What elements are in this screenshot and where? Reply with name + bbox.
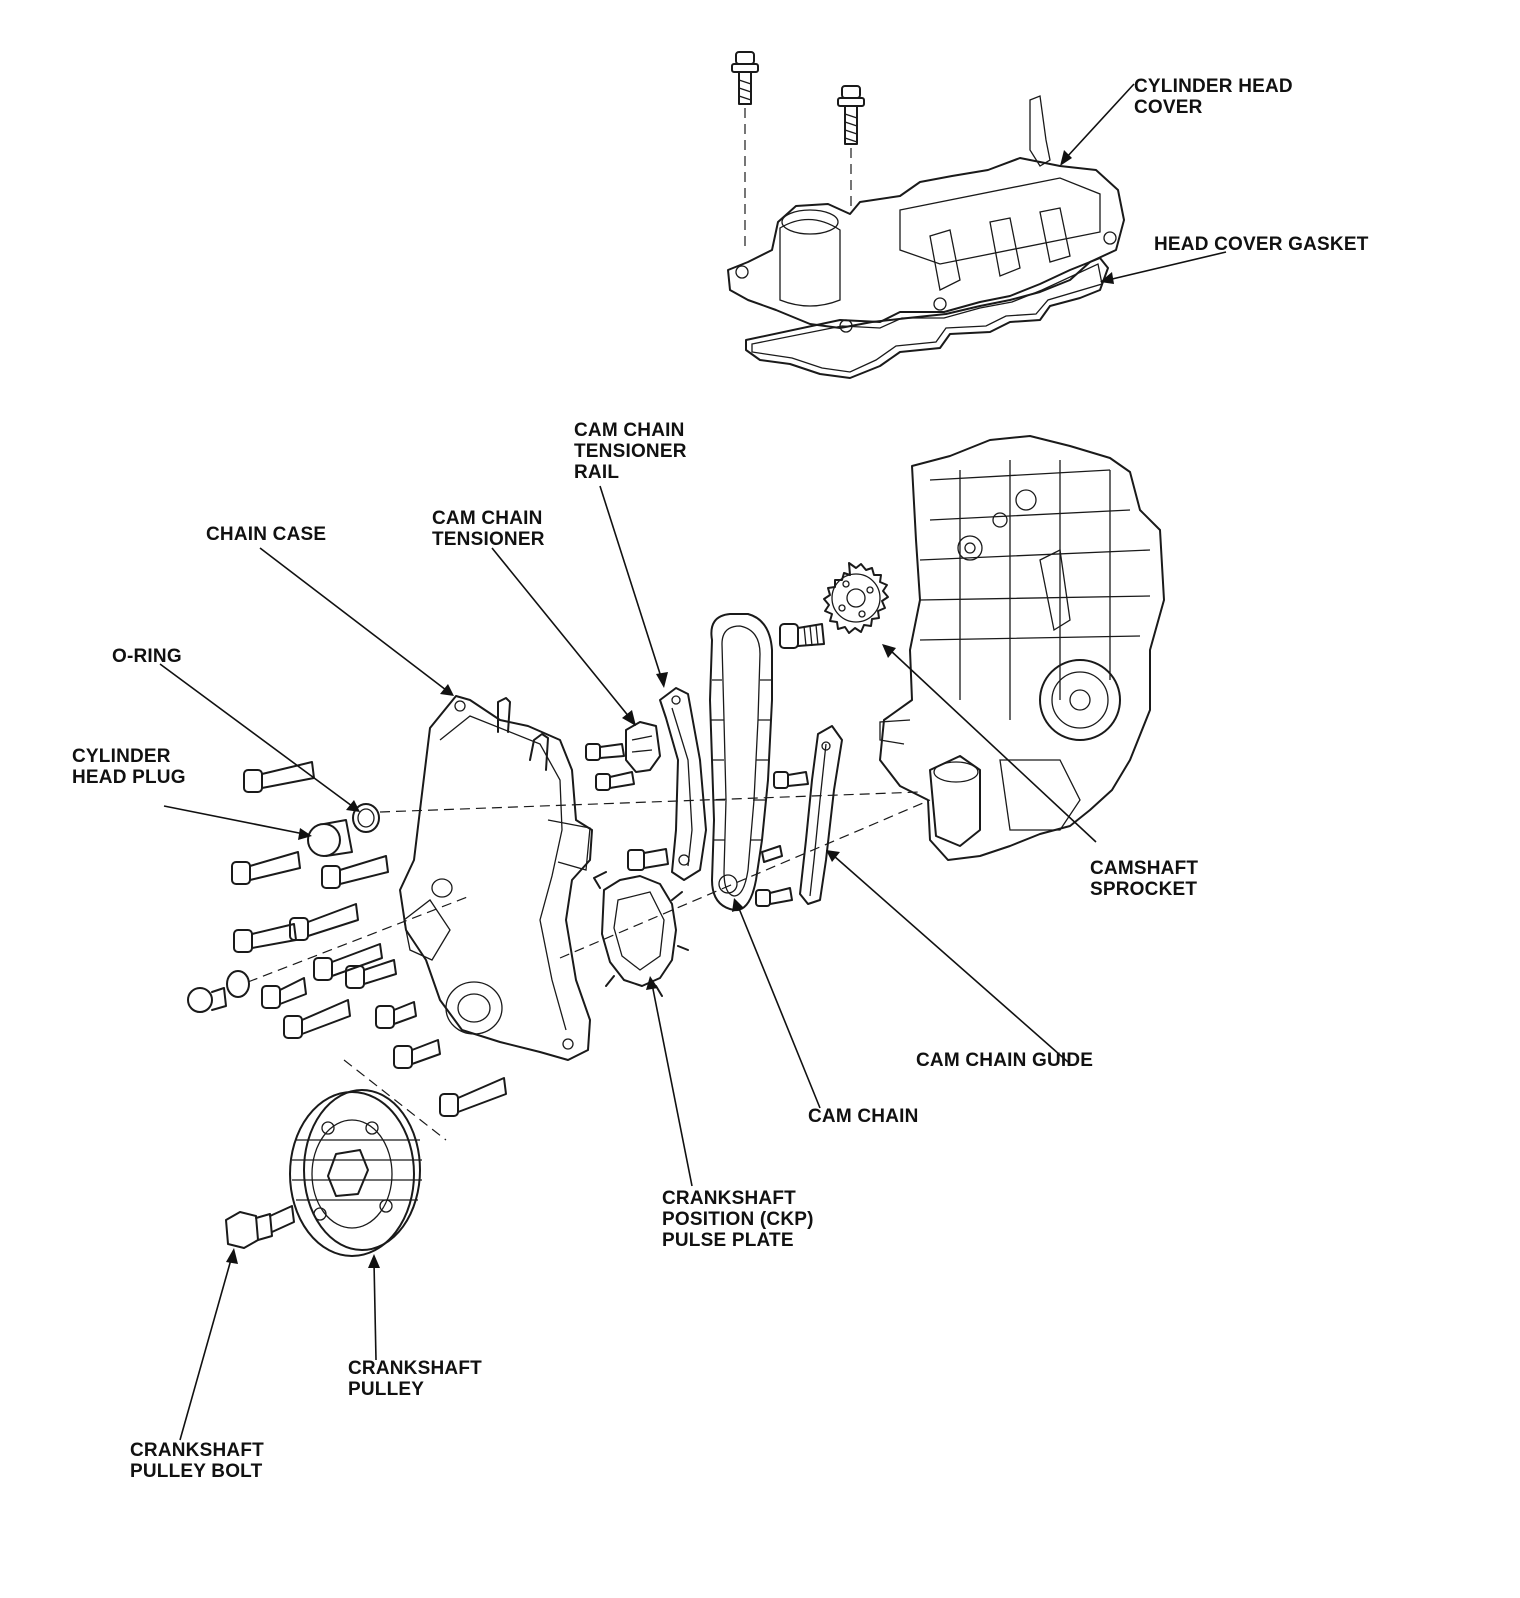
ckp-pulse-plate	[593, 871, 689, 997]
chain-case	[399, 695, 593, 1061]
chain-case-bolts	[187, 761, 507, 1117]
label-o-ring: O-RING	[112, 646, 182, 667]
label-cam-chain-tensioner-rail: CAM CHAIN TENSIONER RAIL	[574, 420, 687, 483]
cylinder-head-plug	[307, 819, 353, 857]
label-crankshaft-pulley-bolt: CRANKSHAFT PULLEY BOLT	[130, 1440, 264, 1482]
label-head-cover-gasket: HEAD COVER GASKET	[1154, 234, 1369, 255]
label-camshaft-sprocket: CAMSHAFT SPROCKET	[1090, 858, 1199, 900]
cam-chain-tensioner	[625, 721, 661, 773]
tensioner-bolt-lower	[595, 771, 635, 791]
label-chain-case: CHAIN CASE	[206, 524, 327, 545]
cam-chain	[709, 613, 773, 912]
guide-bolt-upper	[773, 771, 809, 789]
crankshaft-pulley	[289, 1089, 422, 1257]
label-cam-chain: CAM CHAIN	[808, 1106, 919, 1127]
leader-lines	[159, 83, 1227, 1441]
cover-bolt-left	[731, 51, 759, 246]
tensioner-bolt-upper	[585, 743, 625, 761]
cam-chain-guide	[799, 725, 843, 905]
o-ring	[352, 803, 380, 833]
label-crankshaft-pulley: CRANKSHAFT PULLEY	[348, 1358, 482, 1400]
crankshaft-pulley-bolt	[225, 1205, 295, 1249]
cam-chain-tensioner-rail	[659, 687, 707, 881]
label-cylinder-head-cover: CYLINDER HEAD COVER	[1134, 76, 1293, 118]
rail-pivot-bolt	[627, 848, 669, 871]
camshaft-sprocket-bolt	[779, 623, 825, 649]
camshaft-sprocket	[823, 562, 889, 634]
alignment-lines	[247, 791, 931, 1141]
cylinder-head-cover	[727, 95, 1125, 333]
head-cover-gasket	[745, 257, 1109, 379]
label-cam-chain-guide: CAM CHAIN GUIDE	[916, 1050, 1094, 1071]
label-ckp-pulse-plate: CRANKSHAFT POSITION (CKP) PULSE PLATE	[662, 1188, 814, 1251]
dowel-pin	[761, 845, 783, 863]
guide-bolt-lower	[755, 887, 793, 907]
engine-block	[879, 435, 1165, 861]
label-cylinder-head-plug: CYLINDER HEAD PLUG	[72, 746, 186, 788]
cover-bolt-right	[837, 85, 865, 208]
label-cam-chain-tensioner: CAM CHAIN TENSIONER	[432, 508, 545, 550]
